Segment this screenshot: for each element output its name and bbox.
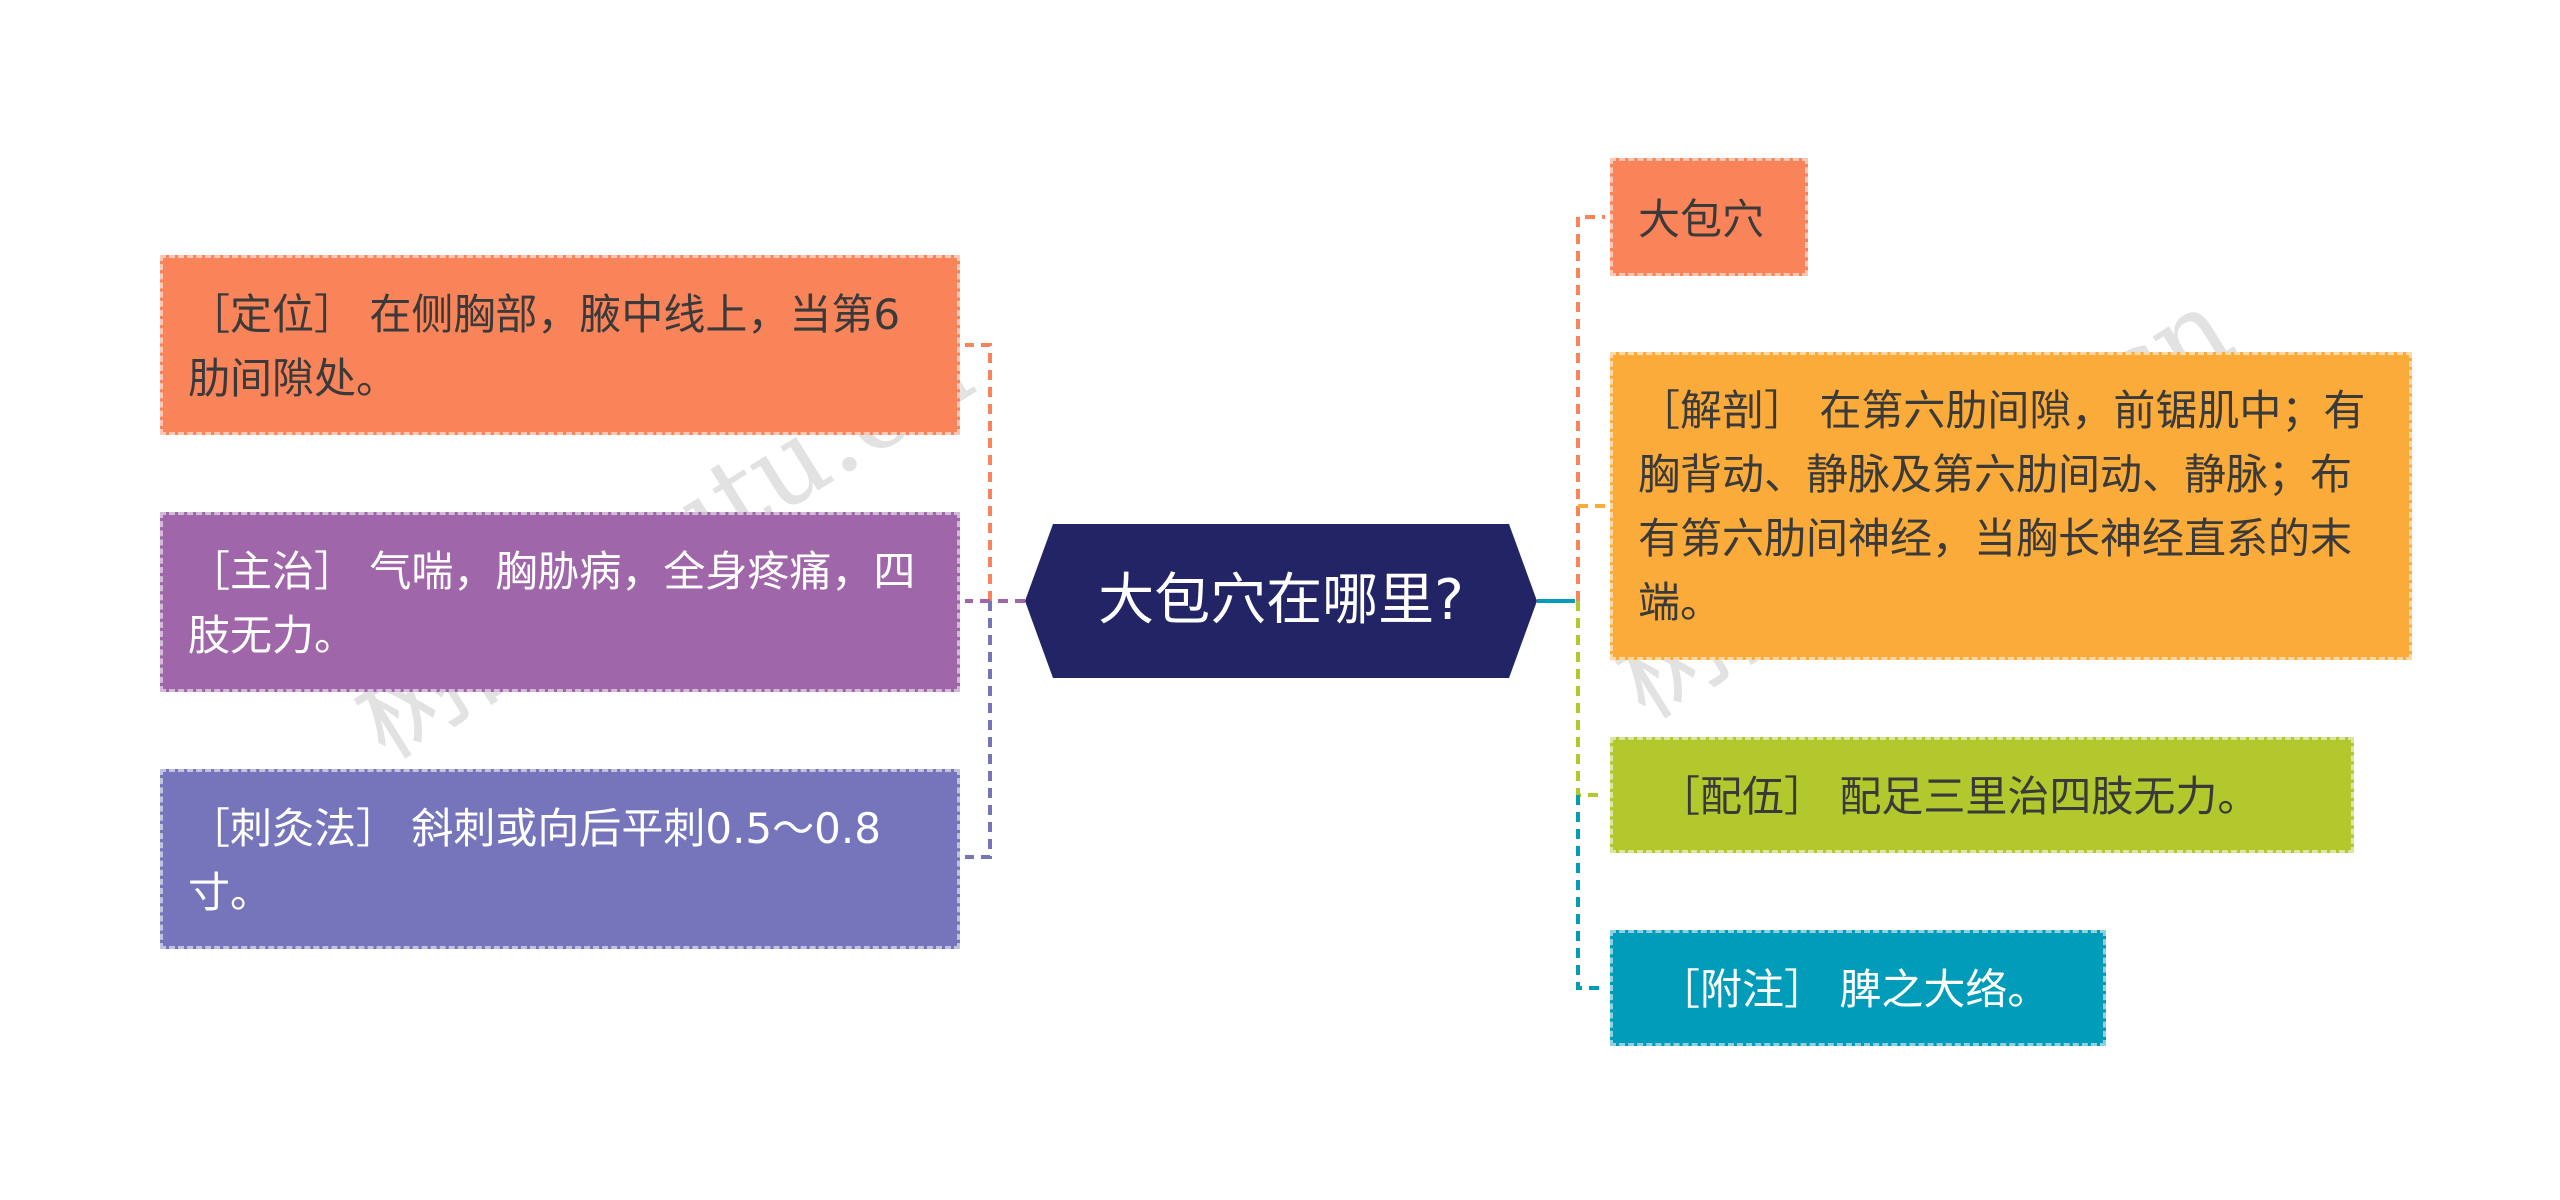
- connector-right-name: [1576, 215, 1605, 601]
- topic-note-text: ［附注］ 脾之大络。: [1658, 965, 2050, 1014]
- connector-right-note: [1576, 795, 1605, 990]
- connector-right-combination: [1576, 601, 1605, 797]
- connector-left-location: [965, 343, 992, 601]
- topic-anatomy[interactable]: ［解剖］ 在第六肋间隙，前锯肌中；有胸背动、静脉及第六肋间动、静脉；布有第六肋间…: [1610, 352, 2412, 660]
- topic-combination[interactable]: ［配伍］ 配足三里治四肢无力。: [1610, 737, 2354, 853]
- topic-technique-text: ［刺灸法］ 斜刺或向后平刺0.5～0.8寸。: [188, 804, 881, 917]
- topic-name[interactable]: 大包穴: [1610, 158, 1808, 276]
- topic-location-text: ［定位］ 在侧胸部，腋中线上，当第6肋间隙处。: [188, 290, 901, 403]
- central-topic[interactable]: 大包穴在哪里?: [1025, 524, 1537, 678]
- topic-anatomy-text: ［解剖］ 在第六肋间隙，前锯肌中；有胸背动、静脉及第六肋间动、静脉；布有第六肋间…: [1638, 386, 2366, 627]
- topic-combination-text: ［配伍］ 配足三里治四肢无力。: [1658, 772, 2260, 821]
- topic-indications[interactable]: ［主治］ 气喘，胸胁病，全身疼痛，四肢无力。: [160, 512, 960, 692]
- central-topic-shape: [1025, 524, 1537, 678]
- connector-left-technique: [965, 601, 992, 859]
- central-topic-title: 大包穴在哪里?: [1098, 568, 1464, 633]
- topic-location[interactable]: ［定位］ 在侧胸部，腋中线上，当第6肋间隙处。: [160, 255, 960, 435]
- topic-note[interactable]: ［附注］ 脾之大络。: [1610, 930, 2106, 1046]
- topic-technique[interactable]: ［刺灸法］ 斜刺或向后平刺0.5～0.8寸。: [160, 769, 960, 949]
- topic-indications-text: ［主治］ 气喘，胸胁病，全身疼痛，四肢无力。: [188, 547, 916, 660]
- topic-name-text: 大包穴: [1638, 195, 1765, 244]
